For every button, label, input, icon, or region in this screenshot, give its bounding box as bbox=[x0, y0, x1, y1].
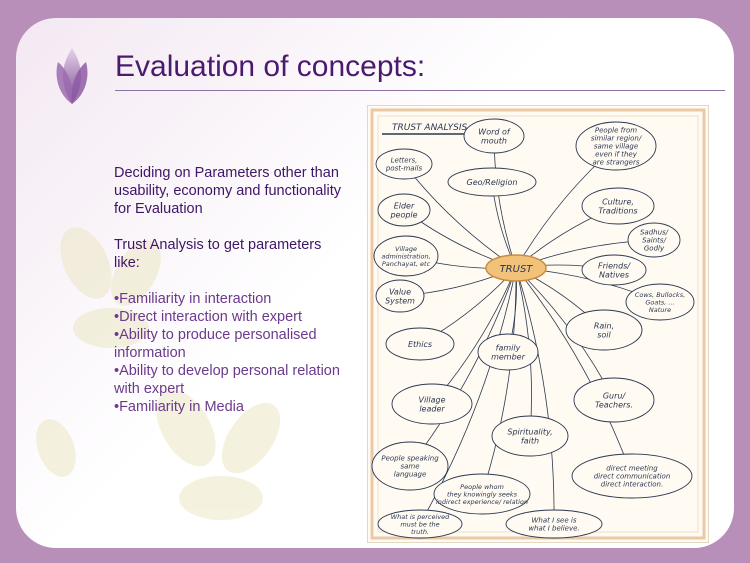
intro-paragraph: Deciding on Parameters other than usabil… bbox=[114, 165, 342, 217]
node-friends: Friends/Natives bbox=[581, 254, 647, 286]
node-label: family bbox=[496, 343, 521, 352]
node-label: same bbox=[400, 462, 419, 470]
node-label: must be the bbox=[400, 520, 439, 528]
node-label: direct communication bbox=[594, 472, 671, 480]
node-ethics: Ethics bbox=[385, 327, 455, 361]
node-label: Village bbox=[395, 245, 417, 253]
title-divider bbox=[115, 90, 725, 91]
node-label: People whom bbox=[460, 483, 504, 491]
node-geo-religion: Geo/Religion bbox=[447, 167, 537, 197]
node-label: Geo/Religion bbox=[467, 178, 518, 187]
node-label: truth. bbox=[411, 528, 429, 536]
node-label: Ethics bbox=[408, 340, 432, 349]
hub-label: TRUST bbox=[500, 264, 534, 275]
node-label: mouth bbox=[481, 136, 507, 145]
node-guru: Guru/Teachers. bbox=[573, 377, 655, 423]
node-label: are strangers bbox=[593, 158, 640, 166]
decorative-leaves bbox=[36, 227, 281, 520]
node-label: Panchayat, etc bbox=[382, 260, 431, 268]
node-label: Saints/ bbox=[642, 236, 667, 244]
node-label: same village bbox=[594, 142, 638, 150]
node-spirituality: Spirituality,faith bbox=[491, 415, 569, 457]
parameter-list: •Familiarity in interaction •Direct inte… bbox=[114, 290, 344, 416]
node-letters: Letters,post-mails bbox=[375, 148, 433, 180]
node-label: Natives bbox=[599, 270, 629, 279]
node-label: Friends/ bbox=[598, 261, 631, 270]
list-item: •Ability to develop personal relation wi… bbox=[114, 363, 340, 397]
node-label: What I see is bbox=[532, 516, 577, 524]
list-item: •Familiarity in Media bbox=[114, 399, 244, 415]
hub-node: TRUST bbox=[485, 254, 547, 282]
node-label: direct meeting bbox=[606, 464, 658, 472]
list-item: •Familiarity in interaction bbox=[114, 291, 272, 307]
node-cows: Cows, Bullocks,Goats, ...Nature bbox=[625, 283, 695, 321]
node-rain: Rain,soil bbox=[565, 309, 643, 351]
node-label: leader bbox=[419, 404, 445, 413]
node-label: Traditions bbox=[598, 206, 637, 215]
node-label: What is perceived bbox=[391, 513, 450, 521]
node-sadhus: Sadhus/Saints/Godly bbox=[627, 222, 681, 258]
node-label: administration, bbox=[381, 252, 430, 260]
connector-line bbox=[481, 267, 517, 495]
lead-paragraph: Trust Analysis to get parameters like: bbox=[114, 237, 322, 271]
node-label: member bbox=[491, 352, 526, 361]
node-label: Elder bbox=[394, 201, 415, 210]
node-label: Word of bbox=[478, 127, 511, 136]
slide-body-text: Deciding on Parameters other than usabil… bbox=[114, 164, 344, 416]
connector-line bbox=[515, 267, 633, 477]
node-label: Village bbox=[418, 395, 445, 404]
node-label: indirect experience/ relation bbox=[436, 498, 528, 506]
node-label: Nature bbox=[649, 306, 671, 314]
connector-line bbox=[515, 267, 555, 525]
node-label: even if they bbox=[595, 150, 638, 158]
node-label: direct interaction. bbox=[601, 480, 663, 488]
node-label: System bbox=[385, 296, 415, 305]
node-label: Teachers. bbox=[595, 400, 633, 409]
node-culture: Culture,Traditions bbox=[581, 187, 655, 225]
node-label: what I believe. bbox=[528, 524, 579, 532]
node-label: Rain, bbox=[594, 321, 614, 330]
node-label: Sadhus/ bbox=[640, 228, 669, 236]
slide-card: Evaluation of concepts: Deciding on Para… bbox=[16, 18, 734, 548]
node-label: faith bbox=[521, 436, 539, 445]
sketch-heading: TRUST ANALYSIS bbox=[392, 123, 467, 133]
node-label: People speaking bbox=[381, 454, 439, 462]
node-label: post-mails bbox=[385, 164, 423, 172]
node-label: soil bbox=[597, 330, 611, 339]
node-label: similar region/ bbox=[591, 134, 642, 142]
list-item: •Ability to produce personalised informa… bbox=[114, 327, 317, 361]
node-label: they knowingly seeks bbox=[447, 490, 518, 498]
node-label: Guru/ bbox=[603, 391, 627, 400]
connector-line bbox=[493, 135, 517, 269]
slide-title: Evaluation of concepts: bbox=[115, 50, 426, 83]
node-label: Godly bbox=[644, 244, 665, 252]
lotus-logo-icon bbox=[56, 48, 88, 104]
connector-line bbox=[409, 267, 517, 467]
node-label: language bbox=[394, 470, 427, 478]
node-label: People from bbox=[595, 126, 637, 134]
node-label: people bbox=[389, 210, 417, 219]
list-item: •Direct interaction with expert bbox=[114, 309, 303, 325]
node-label: Culture, bbox=[602, 197, 634, 206]
node-label: Spirituality, bbox=[507, 427, 552, 436]
node-label: Cows, Bullocks, bbox=[635, 291, 685, 299]
node-label: Letters, bbox=[391, 156, 418, 164]
node-label: Goats, ... bbox=[645, 298, 674, 306]
node-label: Value bbox=[389, 287, 411, 296]
